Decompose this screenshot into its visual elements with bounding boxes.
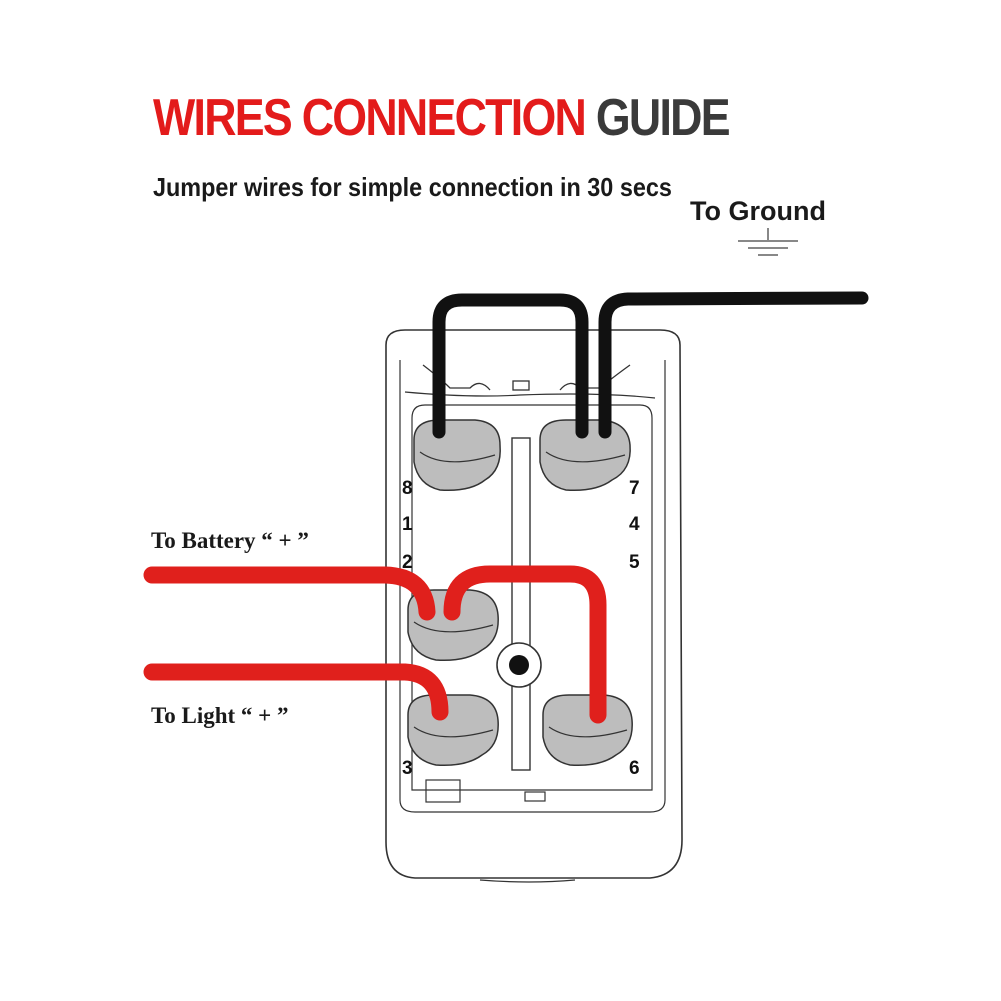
pin-label-2: 2 xyxy=(402,552,413,573)
terminal-3 xyxy=(407,694,499,767)
title-part-red: WIRES CONNECTION xyxy=(153,89,587,147)
pin-label-5: 5 xyxy=(629,552,640,573)
terminal-8 xyxy=(413,419,501,492)
pin-label-1: 1 xyxy=(402,514,413,535)
title-part-dark: GUIDE xyxy=(595,89,731,147)
ground-wire xyxy=(598,291,869,439)
pin-label-3: 3 xyxy=(402,758,413,779)
battery-wire xyxy=(143,566,436,621)
guide-title: WIRES CONNECTION GUIDE xyxy=(153,88,731,148)
jumper-wire-8-7 xyxy=(432,293,589,439)
red-wires xyxy=(143,565,607,724)
jumper-wire-2-6 xyxy=(443,565,607,724)
ground-label: To Ground xyxy=(690,196,826,226)
pin-label-7: 7 xyxy=(629,478,640,499)
pin-label-4: 4 xyxy=(629,514,640,535)
ground-icon xyxy=(738,228,798,256)
pin-label-6: 6 xyxy=(629,758,640,779)
guide-subtitle: Jumper wires for simple connection in 30… xyxy=(153,172,672,202)
light-label: To Light “ + ” xyxy=(151,703,289,728)
pin-label-8: 8 xyxy=(402,478,413,499)
terminal-6 xyxy=(542,694,633,767)
mounting-hole xyxy=(496,642,542,688)
center-divider xyxy=(511,437,531,771)
bottom-clip xyxy=(425,779,546,803)
battery-label: To Battery “ + ” xyxy=(151,528,309,553)
light-wire xyxy=(143,663,449,721)
black-wires xyxy=(432,291,869,439)
